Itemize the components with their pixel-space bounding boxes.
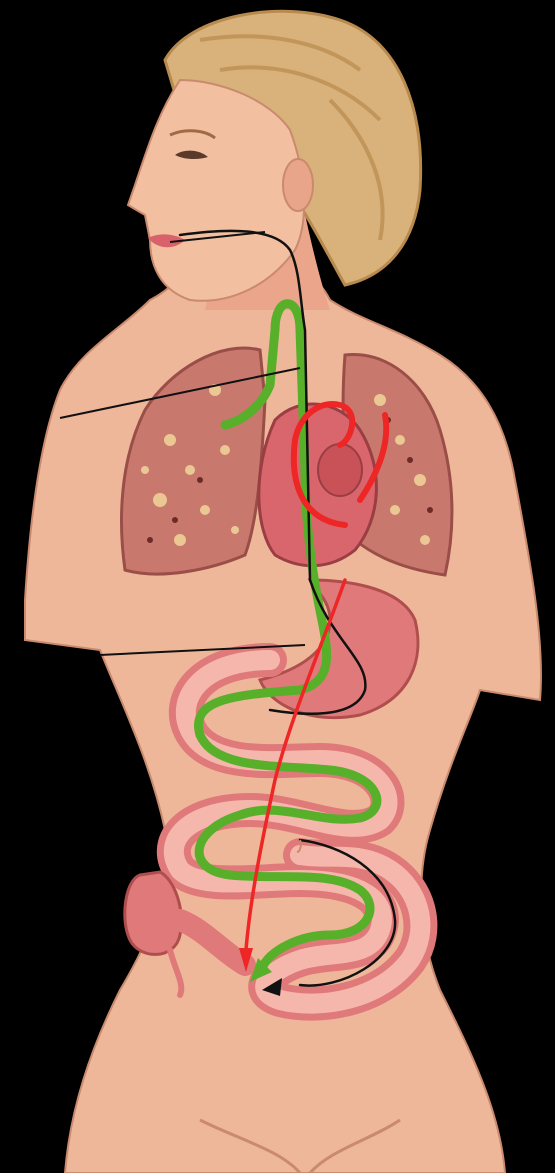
ear <box>283 159 313 211</box>
heart-atrium <box>318 444 362 496</box>
